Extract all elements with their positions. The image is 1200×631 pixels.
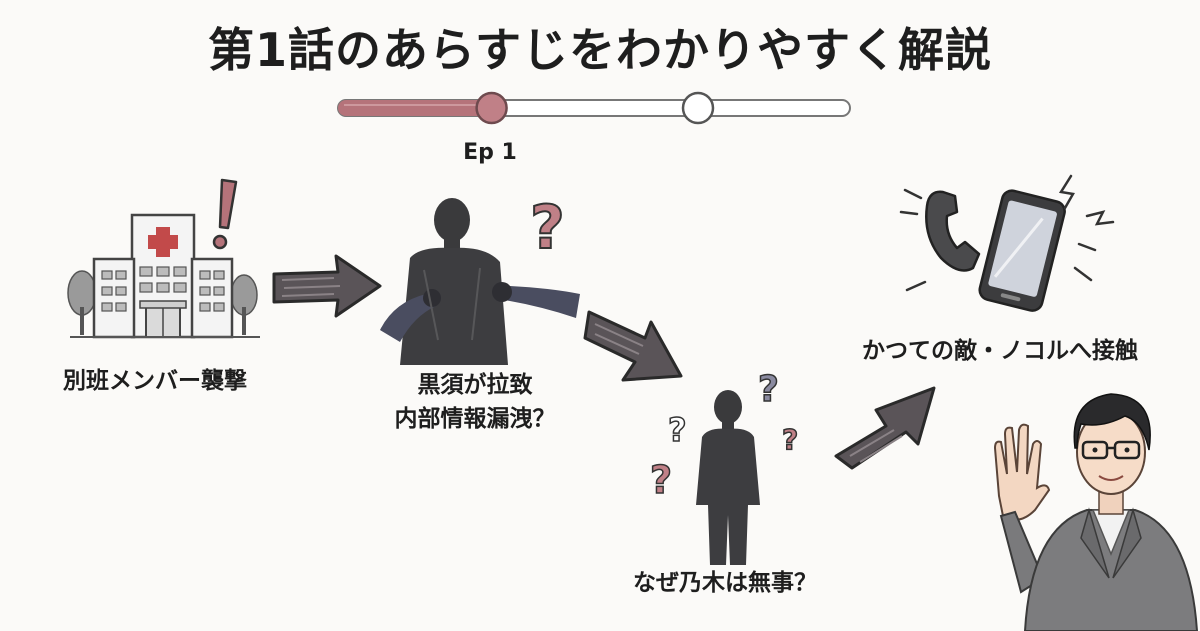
captured-man-silhouette-icon: ? bbox=[380, 192, 580, 365]
next-episode-marker bbox=[681, 91, 715, 125]
svg-text:?: ? bbox=[668, 411, 687, 449]
svg-text:?: ? bbox=[758, 369, 779, 410]
svg-text:?: ? bbox=[650, 458, 672, 502]
arrow-up-right-icon bbox=[834, 386, 936, 470]
page-title: 第1話のあらすじをわかりやすく解説 bbox=[207, 23, 993, 77]
step-caption-kurosu: 黒須が拉致 内部情報漏洩？ bbox=[394, 372, 556, 432]
standing-man-silhouette-icon: ? ? ? ? bbox=[649, 368, 799, 565]
arrow-right-icon bbox=[272, 254, 382, 318]
current-episode-label: Ep 1 bbox=[463, 140, 517, 165]
current-episode-marker bbox=[475, 91, 508, 125]
episode-progress-bar bbox=[337, 91, 851, 125]
exclamation-icon bbox=[212, 178, 238, 250]
step-caption-contact: かつての敵・ノコルへ接触 bbox=[862, 338, 1138, 364]
phone-and-smartphone-icon bbox=[899, 174, 1115, 312]
svg-text:?: ? bbox=[782, 423, 798, 456]
svg-text:?: ? bbox=[530, 193, 565, 263]
step-caption-nogi: なぜ乃木は無事？ bbox=[633, 570, 817, 596]
narrator-man-waving-icon bbox=[993, 393, 1199, 631]
step-caption-attack: 別班メンバー襲撃 bbox=[63, 368, 247, 394]
progress-fill bbox=[338, 100, 492, 116]
hospital-building-icon bbox=[67, 213, 260, 339]
arrow-down-right-icon bbox=[583, 310, 683, 382]
